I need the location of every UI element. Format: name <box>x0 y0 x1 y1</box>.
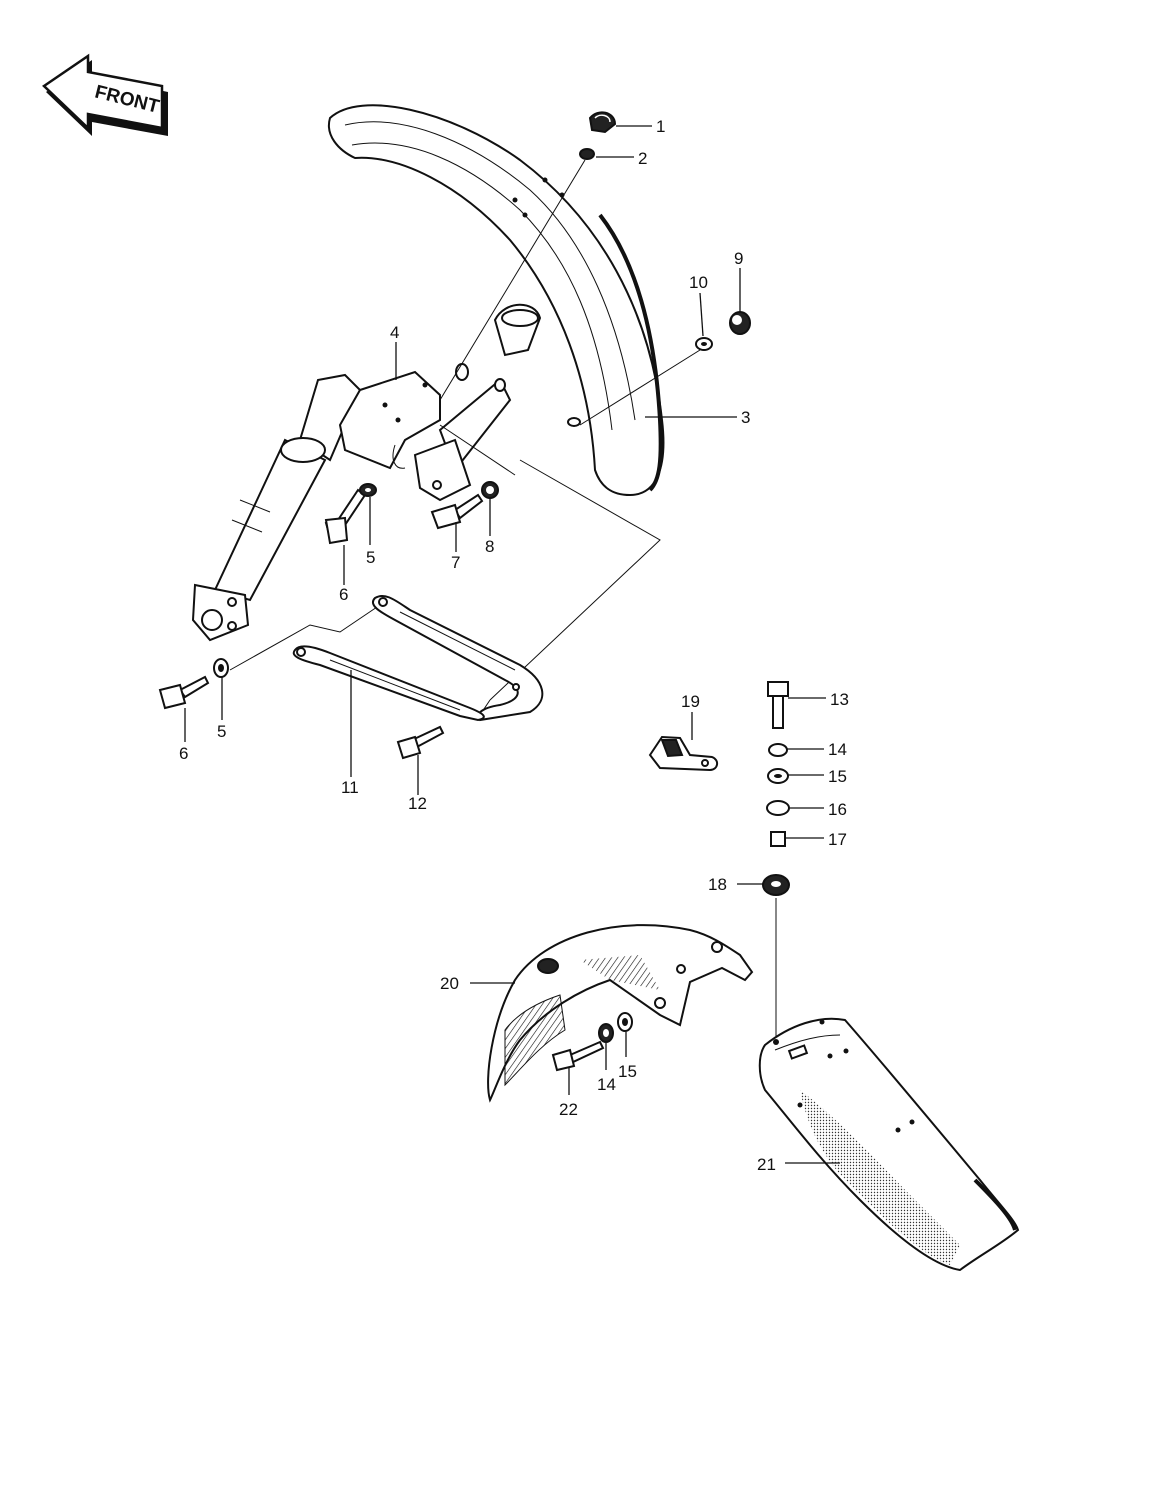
callout-21: 21 <box>757 1155 776 1174</box>
bolt-12 <box>396 725 445 760</box>
front-arrow-badge: FRONT <box>42 53 168 136</box>
callout-5-upper: 5 <box>366 548 375 567</box>
callout-15-upper: 15 <box>828 767 847 786</box>
bolt-6-upper <box>324 488 367 545</box>
front-fork-leg <box>191 373 362 642</box>
callout-6-upper: 6 <box>339 585 348 604</box>
callout-2: 2 <box>638 149 647 168</box>
nut-16 <box>766 800 790 816</box>
bolt-6-lower <box>158 675 210 710</box>
washer-5-upper <box>359 483 377 497</box>
collar-17 <box>770 831 786 847</box>
callout-3: 3 <box>741 408 750 427</box>
collar-nut <box>455 363 469 381</box>
bolt-7 <box>430 493 484 530</box>
callout-15-lower: 15 <box>618 1062 637 1081</box>
leader-lines <box>184 125 840 1164</box>
cap-nut-1 <box>588 111 617 134</box>
callout-18: 18 <box>708 875 727 894</box>
callout-20: 20 <box>440 974 459 993</box>
washer-2 <box>579 148 595 160</box>
callout-12: 12 <box>408 794 427 813</box>
callout-8: 8 <box>485 537 494 556</box>
washer-10 <box>695 337 713 351</box>
callout-22: 22 <box>559 1100 578 1119</box>
callout-7: 7 <box>451 553 460 572</box>
callout-17: 17 <box>828 830 847 849</box>
callout-16: 16 <box>828 800 847 819</box>
callout-14-upper: 14 <box>828 740 847 759</box>
washer-15-upper <box>767 768 789 784</box>
fender-bracket-4 <box>338 370 441 470</box>
callout-14-lower: 14 <box>597 1075 616 1094</box>
nut-9 <box>729 311 751 335</box>
clamp-19 <box>648 735 718 772</box>
callout-10: 10 <box>689 273 708 292</box>
washer-15-lower <box>617 1012 633 1032</box>
washer-5-lower <box>213 658 229 678</box>
grommet-18 <box>762 874 790 896</box>
callout-5-lower: 5 <box>217 722 226 741</box>
washer-14-upper <box>768 743 788 757</box>
bolt-22 <box>551 1040 605 1072</box>
rear-fender-21 <box>758 1017 1020 1272</box>
right-fork-tube <box>413 303 542 502</box>
callout-6-lower: 6 <box>179 744 188 763</box>
callout-4: 4 <box>390 323 399 342</box>
callout-19: 19 <box>681 692 700 711</box>
washer-8 <box>481 481 499 499</box>
collar-nut-2 <box>494 378 506 392</box>
fender-brace-11 <box>292 594 544 722</box>
callout-1: 1 <box>656 117 665 136</box>
callout-9: 9 <box>734 249 743 268</box>
inner-rear-fender-20 <box>487 924 754 1103</box>
callout-13: 13 <box>830 690 849 709</box>
washer-14-lower <box>598 1023 614 1043</box>
front-fender <box>327 104 665 497</box>
callout-11: 11 <box>341 778 359 797</box>
bolt-13 <box>767 681 789 729</box>
